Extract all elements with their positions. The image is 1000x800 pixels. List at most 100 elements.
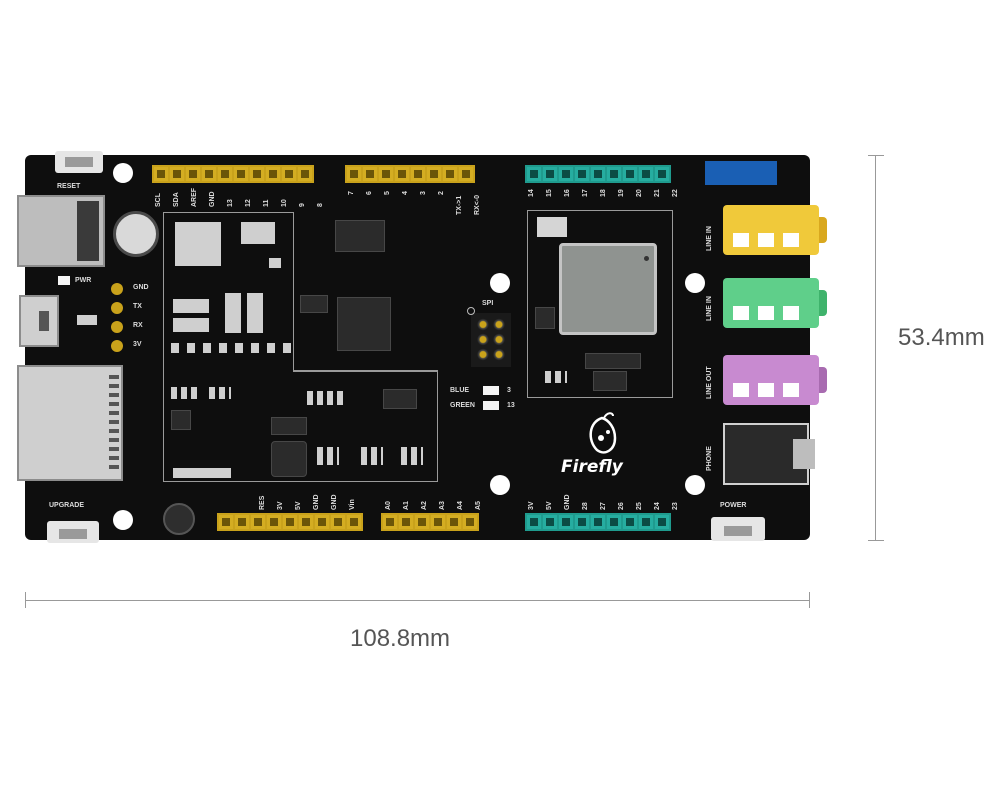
pin-label: 25: [636, 502, 643, 510]
resistor-array: [171, 343, 291, 353]
pin-label: 4: [402, 191, 409, 195]
mounting-hole: [685, 273, 705, 293]
spi-header: [471, 313, 511, 367]
green-led-label: GREEN: [450, 402, 475, 409]
blue-led: [483, 386, 499, 395]
green-led: [483, 401, 499, 410]
user-button[interactable]: [705, 161, 777, 185]
header-bottom-left: [217, 513, 363, 531]
width-dimension-line: [25, 600, 810, 601]
smd-component: [173, 318, 209, 332]
smd-component: [361, 447, 383, 465]
pin-label: 5: [384, 191, 391, 195]
pin-label: TX->1: [456, 195, 463, 215]
pin-label: 21: [654, 189, 661, 197]
smd-component: [383, 389, 417, 409]
inductor: [271, 441, 307, 477]
pin-label: 15: [546, 189, 553, 197]
processor-chip: [337, 297, 391, 351]
pin-label: 22: [672, 189, 679, 197]
dimension-tick: [868, 540, 884, 541]
smd-component: [593, 371, 627, 391]
buzzer: [163, 503, 195, 535]
audio-label: LINE OUT: [706, 366, 713, 399]
uart-label: TX: [133, 303, 142, 310]
blue-led-label: BLUE: [450, 387, 470, 394]
phone-jack: [723, 423, 815, 485]
reset-button[interactable]: [55, 151, 103, 173]
pin-label: 23: [672, 502, 679, 510]
smd-component: [225, 293, 241, 333]
line-out-jack: [723, 355, 827, 405]
pin-label: 7: [348, 191, 355, 195]
pin-label: 6: [366, 191, 373, 195]
power-button[interactable]: [711, 517, 765, 541]
brand-text: Firefly: [561, 457, 623, 477]
mounting-hole: [490, 273, 510, 293]
header-top-right: [525, 165, 671, 183]
smd-component: [77, 315, 97, 325]
mounting-hole: [113, 163, 133, 183]
silkscreen-outline: [293, 370, 438, 372]
pwr-label: PWR: [75, 277, 92, 284]
memory-chip: [335, 220, 385, 252]
line-in-jack: [723, 205, 827, 255]
firefly-logo-icon: [577, 410, 627, 458]
pin1-marker: [467, 307, 475, 315]
pin-label: 24: [654, 502, 661, 510]
capacitor: [113, 211, 159, 257]
sd-card-slot: [17, 365, 123, 481]
pin-label: A0: [385, 501, 392, 510]
pin-label: 5V: [295, 501, 302, 510]
pin-label: RX<-0: [474, 194, 481, 215]
pin-label: 3: [420, 191, 427, 195]
regulator-chip: [175, 222, 221, 266]
pin-label: 2: [438, 191, 445, 195]
pin-label: A3: [439, 501, 446, 510]
pin-label: RES: [259, 495, 266, 510]
width-dimension-label: 108.8mm: [350, 625, 451, 652]
silkscreen-outline: [293, 212, 294, 372]
smd-component: [173, 299, 209, 313]
audio-label: PHONE: [706, 446, 713, 471]
micro-usb-port: [19, 295, 59, 347]
silkscreen-outline: [163, 212, 293, 372]
smd-component: [271, 417, 307, 435]
crystal: [537, 217, 567, 237]
uart-label: 3V: [133, 341, 142, 348]
silkscreen-outline: [163, 370, 438, 482]
pin-label: 16: [564, 189, 571, 197]
uart-pins: [109, 281, 125, 353]
pin-label: Vin: [349, 499, 356, 510]
pin-label: A4: [457, 501, 464, 510]
header-bottom-middle: [381, 513, 479, 531]
pin-label: 27: [600, 502, 607, 510]
smd-component: [247, 293, 263, 333]
pin-label: 8: [317, 203, 324, 207]
pin-label: 28: [582, 502, 589, 510]
pin-label: AREF: [191, 187, 198, 207]
blue-led-pin: 3: [507, 387, 511, 394]
dimension-tick: [868, 155, 884, 156]
upgrade-button[interactable]: [47, 521, 99, 543]
uart-label: RX: [133, 322, 143, 329]
smd-component: [545, 371, 567, 383]
smd-component: [535, 307, 555, 329]
pin-label: 3V: [277, 501, 284, 510]
smd-component: [300, 295, 328, 313]
pin-label: GND: [564, 494, 571, 510]
pwr-led: [58, 276, 70, 285]
smd-component: [401, 447, 423, 465]
pin-label: 18: [600, 189, 607, 197]
uart-label: GND: [133, 284, 149, 291]
header-top-middle: [345, 165, 475, 183]
smd-component: [209, 387, 231, 399]
pin-label: 11: [263, 199, 270, 207]
header-top-left: [152, 165, 314, 183]
pin-label: A1: [403, 501, 410, 510]
mounting-hole: [113, 510, 133, 530]
spi-label: SPI: [482, 300, 494, 307]
pin-label: A2: [421, 501, 428, 510]
pin-label: GND: [209, 191, 216, 207]
smd-component: [585, 353, 641, 369]
